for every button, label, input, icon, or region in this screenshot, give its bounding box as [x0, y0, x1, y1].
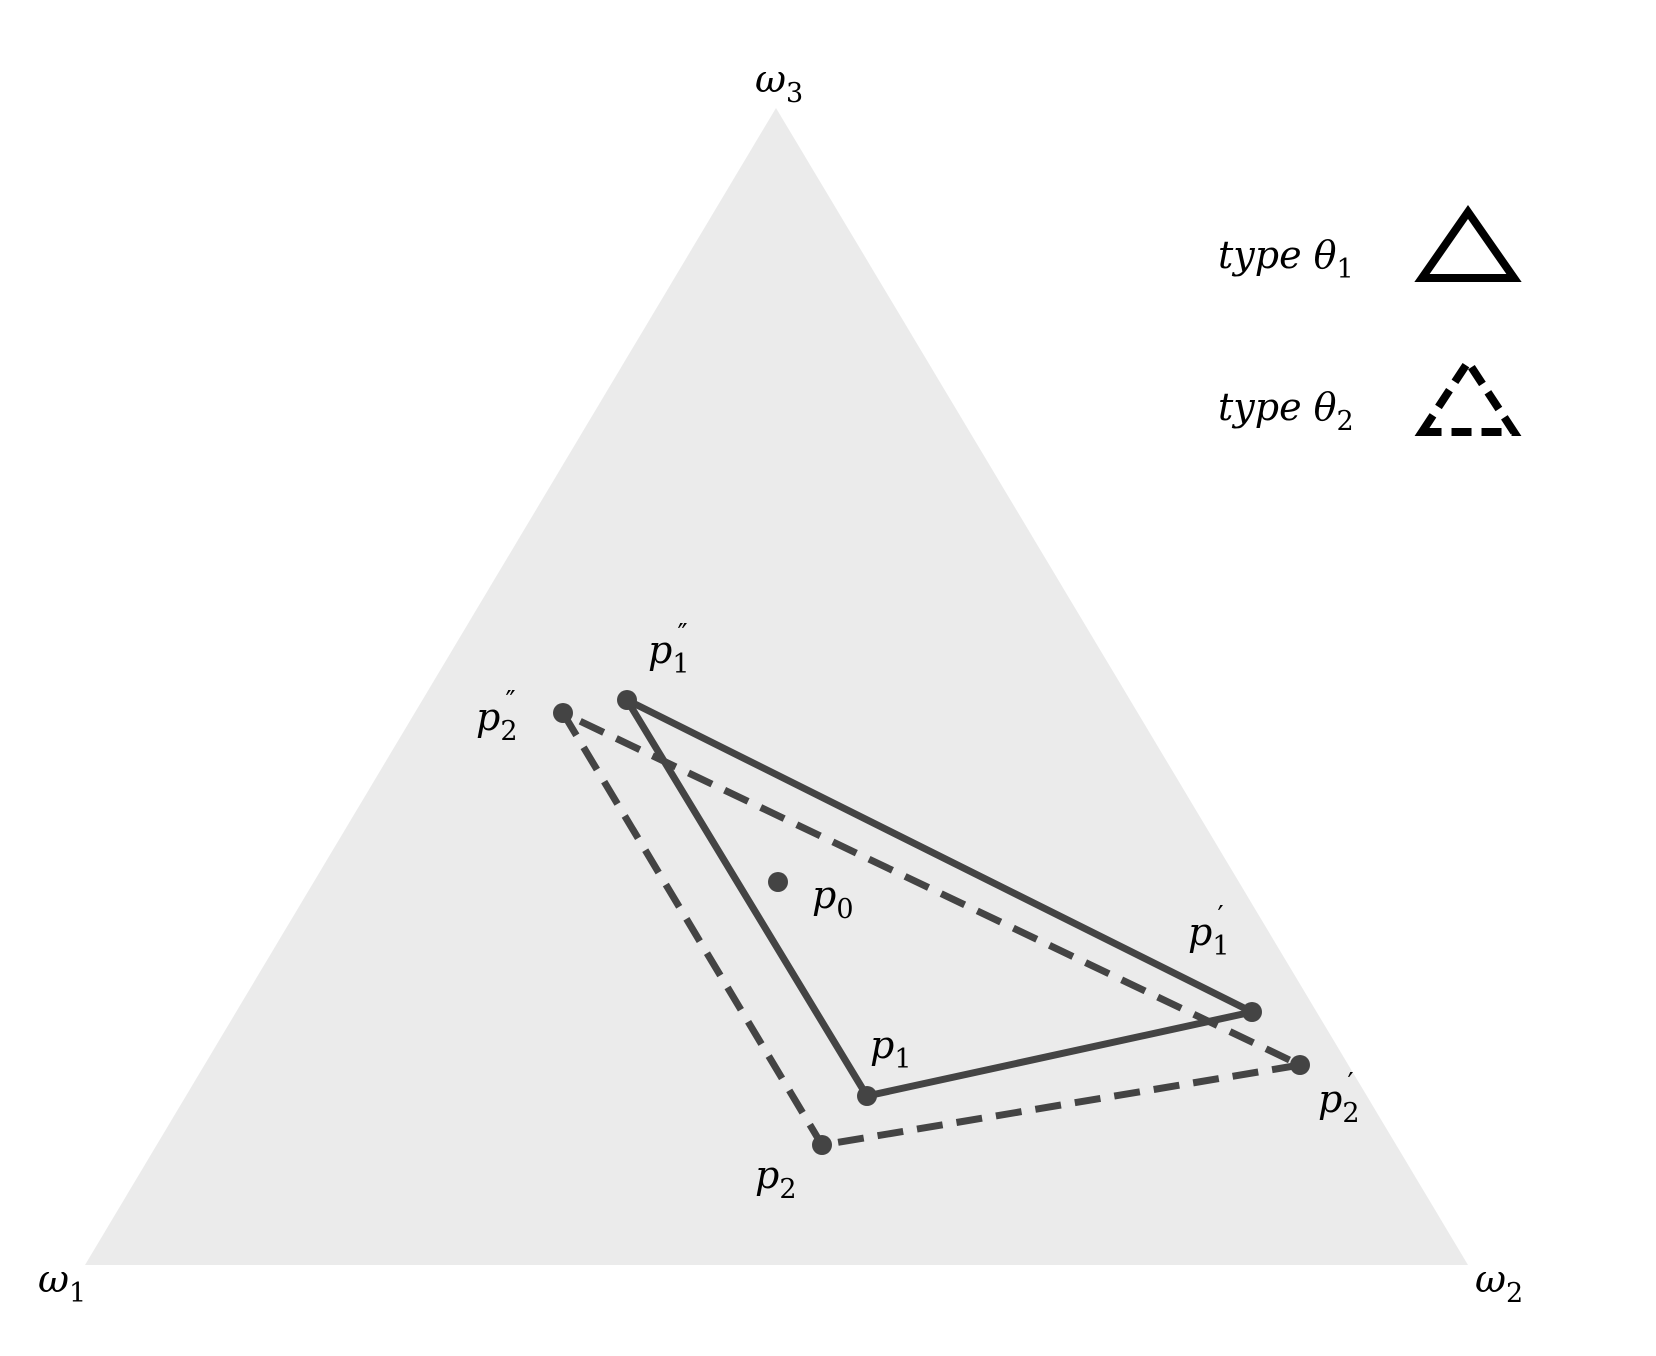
legend-label-theta2: type θ2: [1218, 385, 1354, 437]
legend-dashed-triangle-icon: [1414, 354, 1522, 436]
type-theta2-triangle: [559, 709, 1304, 1149]
label-p2-double-prime: p2″: [476, 686, 518, 747]
vertex-label-w3: ω3: [755, 57, 803, 109]
point-p2-prime: [1290, 1055, 1310, 1075]
point-p1-double-prime: [617, 690, 637, 710]
vertex-label-w1: ω1: [38, 1257, 86, 1309]
point-p2-double-prime: [553, 703, 573, 723]
probability-simplex: [85, 108, 1468, 1265]
point-p0: [768, 872, 788, 892]
legend-solid-triangle-icon: [1414, 205, 1522, 282]
point-p2: [812, 1135, 832, 1155]
label-p1: p1: [870, 1023, 912, 1075]
label-p1-double-prime: p1″: [648, 619, 690, 680]
point-p1: [857, 1086, 877, 1106]
legend: type θ1 type θ2: [1218, 205, 1522, 437]
label-p1-prime: p1′: [1188, 901, 1230, 962]
point-p1-prime: [1242, 1002, 1262, 1022]
type-theta1-triangle: [623, 696, 1256, 1100]
label-p2-prime: p2′: [1318, 1068, 1360, 1129]
label-p2: p2: [755, 1153, 797, 1205]
vertex-label-w2: ω2: [1475, 1257, 1523, 1309]
label-p0: p0: [812, 873, 854, 925]
legend-label-theta1: type θ1: [1218, 233, 1354, 285]
